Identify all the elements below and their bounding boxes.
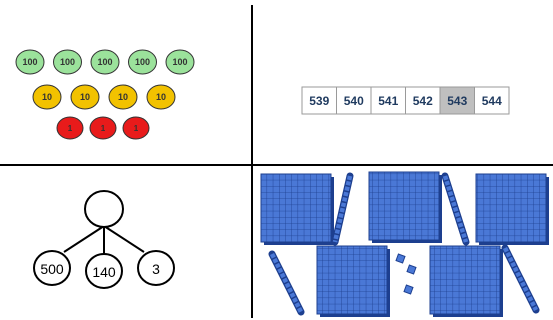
tens-counter-label: 10: [118, 92, 128, 102]
number-strip-cell: 541: [371, 87, 406, 114]
hundreds-counter-label: 100: [60, 57, 75, 67]
number-strip-value: 543: [447, 94, 467, 108]
tens-counter-label: 10: [42, 92, 52, 102]
number-strip-cell: 544: [475, 87, 510, 114]
number-strip-value: 540: [344, 94, 364, 108]
unit-cube: [404, 285, 413, 294]
tens-counter: 10: [71, 85, 99, 109]
ones-counter-label: 1: [68, 124, 73, 133]
hundreds-counter-label: 100: [172, 57, 187, 67]
tens-counter-label: 10: [156, 92, 166, 102]
hundreds-counter: 100: [16, 50, 44, 74]
number-strip-value: 542: [413, 94, 433, 108]
hundreds-counter: 100: [166, 50, 194, 74]
whole-circle: [85, 191, 123, 227]
number-strip-cell: 542: [406, 87, 441, 114]
ten-rod: [335, 176, 350, 242]
hundred-flat: [369, 172, 442, 243]
number-strip-cell: 540: [337, 87, 372, 114]
hundreds-counter-label: 100: [22, 57, 37, 67]
number-strip-cell: 539: [302, 87, 337, 114]
ones-counter: 1: [57, 117, 83, 139]
part-value-1: 500: [40, 261, 64, 277]
base-ten-blocks: [261, 172, 549, 317]
number-strip-cell: 543: [440, 87, 475, 114]
hundred-flat: [317, 246, 390, 317]
place-value-counters: 100 100 100 100 100 10 10 10 10 1 1 1: [16, 50, 194, 139]
hundreds-counter: 100: [54, 50, 82, 74]
ones-counter-label: 1: [101, 124, 106, 133]
hundreds-counter-label: 100: [135, 57, 150, 67]
unit-cube: [396, 254, 405, 263]
part-value-3: 3: [152, 261, 160, 277]
tens-counter: 10: [109, 85, 137, 109]
hundreds-counter: 100: [129, 50, 157, 74]
number-strip-value: 541: [378, 94, 398, 108]
tens-counter: 10: [147, 85, 175, 109]
hundreds-counter-label: 100: [97, 57, 112, 67]
ones-counter: 1: [90, 117, 116, 139]
number-strip-value: 544: [482, 94, 502, 108]
number-strip: 539 540 541 542 543 544: [302, 87, 509, 114]
ten-rod: [505, 248, 536, 310]
part-value-2: 140: [92, 264, 116, 280]
ones-counter-label: 1: [134, 124, 139, 133]
hundred-flat: [430, 246, 503, 317]
hundreds-counter: 100: [91, 50, 119, 74]
number-strip-value: 539: [309, 94, 329, 108]
ones-counter: 1: [123, 117, 149, 139]
ten-rod: [272, 254, 301, 312]
hundred-flat: [261, 174, 334, 245]
tens-counter: 10: [33, 85, 61, 109]
tens-counter-label: 10: [80, 92, 90, 102]
unit-cube: [407, 265, 416, 274]
hundred-flat: [476, 174, 549, 245]
part-whole-model: 500 140 3: [34, 191, 174, 288]
ten-rod: [445, 176, 466, 242]
